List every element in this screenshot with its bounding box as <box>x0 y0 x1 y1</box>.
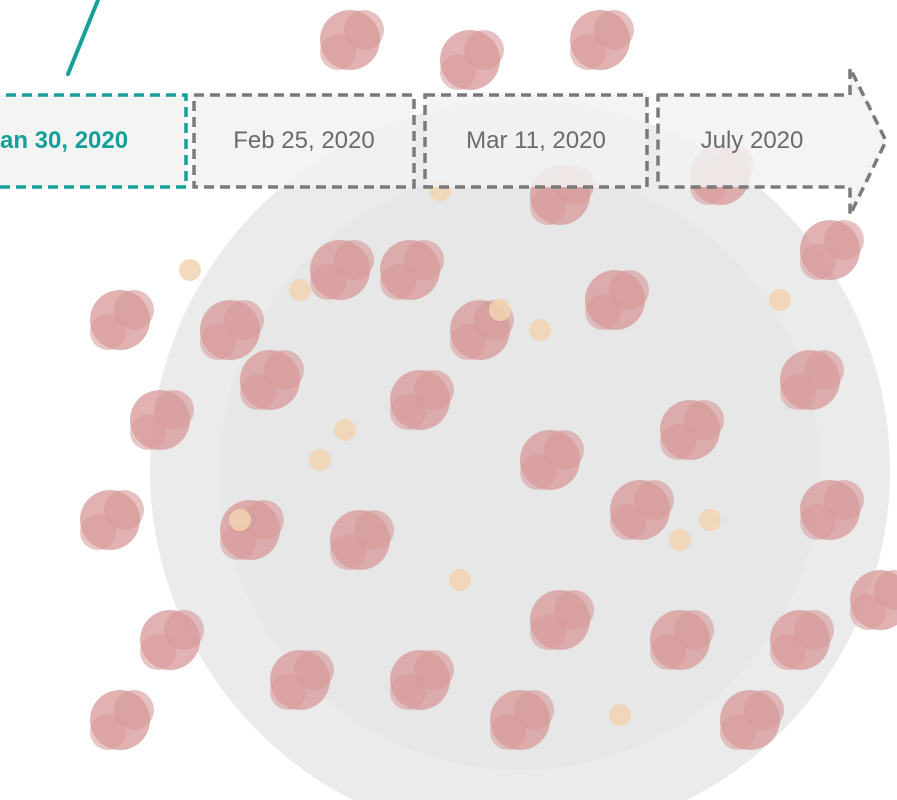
timeline-box-feb25 <box>192 93 416 189</box>
timeline-label-july: July 2020 <box>700 127 804 154</box>
timeline-box-jan30 <box>0 93 188 189</box>
timeline-label-jan30: an 30, 2020 <box>0 127 129 154</box>
callout-connector-line <box>66 0 100 76</box>
timeline-box-mar11 <box>423 93 649 189</box>
coronavirus-background-icon <box>80 10 897 800</box>
timeline-arrow-july <box>656 66 888 217</box>
timeline-label-feb25: Feb 25, 2020 <box>233 127 375 154</box>
timeline-label-mar11: Mar 11, 2020 <box>466 127 606 154</box>
